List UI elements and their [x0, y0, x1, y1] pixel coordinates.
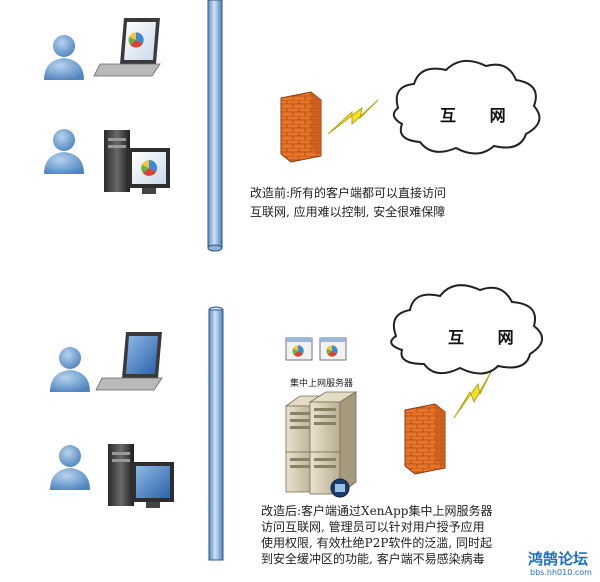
caption-before-line-1: 改造前:所有的客户端都可以直接访问	[250, 186, 447, 200]
top-section	[44, 0, 541, 252]
user-icon	[44, 129, 84, 174]
laptop-icon	[95, 332, 163, 391]
user-icon	[50, 445, 90, 490]
lightning-icon	[327, 99, 379, 135]
lightning-icon	[453, 369, 493, 419]
desktop-icon	[104, 130, 170, 194]
cloud-icon	[390, 284, 543, 375]
caption-before-line-2: 互联网, 应用难以控制, 安全很难保障	[250, 205, 446, 219]
watermark-url: bbs.hh010.com	[530, 568, 592, 577]
user-icon	[50, 347, 90, 392]
network-backbone-top	[207, 0, 223, 252]
watermark-logo: 鸿鹄论坛	[528, 550, 589, 568]
network-backbone-bottom	[208, 306, 224, 561]
firewall-icon	[404, 403, 446, 475]
caption-after-line-2: 访问互联网, 管理员可以针对用户授予应用	[261, 520, 485, 534]
caption-after-line-1: 改造后:客户端通过XenApp集中上网服务器	[261, 504, 493, 518]
user-icon	[44, 35, 84, 80]
cloud-icon	[392, 59, 541, 155]
caption-after-line-3: 使用权限, 有效杜绝P2P软件的泛滥, 同时起	[261, 536, 493, 550]
app-window-icon	[319, 337, 347, 361]
caption-before: 改造前:所有的客户端都可以直接访问 互联网, 应用难以控制, 安全很难保障	[250, 184, 446, 222]
bottom-section	[50, 284, 543, 561]
caption-after-line-4: 到安全缓冲区的功能, 客户端不易感染病毒	[261, 552, 485, 566]
desktop-icon	[108, 444, 174, 508]
app-window-icon	[285, 337, 313, 361]
caption-after: 改造后:客户端通过XenApp集中上网服务器 访问互联网, 管理员可以针对用户授…	[261, 503, 492, 567]
server-label: 集中上网服务器	[290, 379, 354, 389]
laptop-icon	[93, 18, 161, 77]
server-icon	[284, 391, 358, 498]
cloud-label-bottom: 互 网	[448, 328, 528, 347]
firewall-icon	[280, 91, 322, 163]
cloud-label-top: 互 网	[440, 106, 520, 125]
